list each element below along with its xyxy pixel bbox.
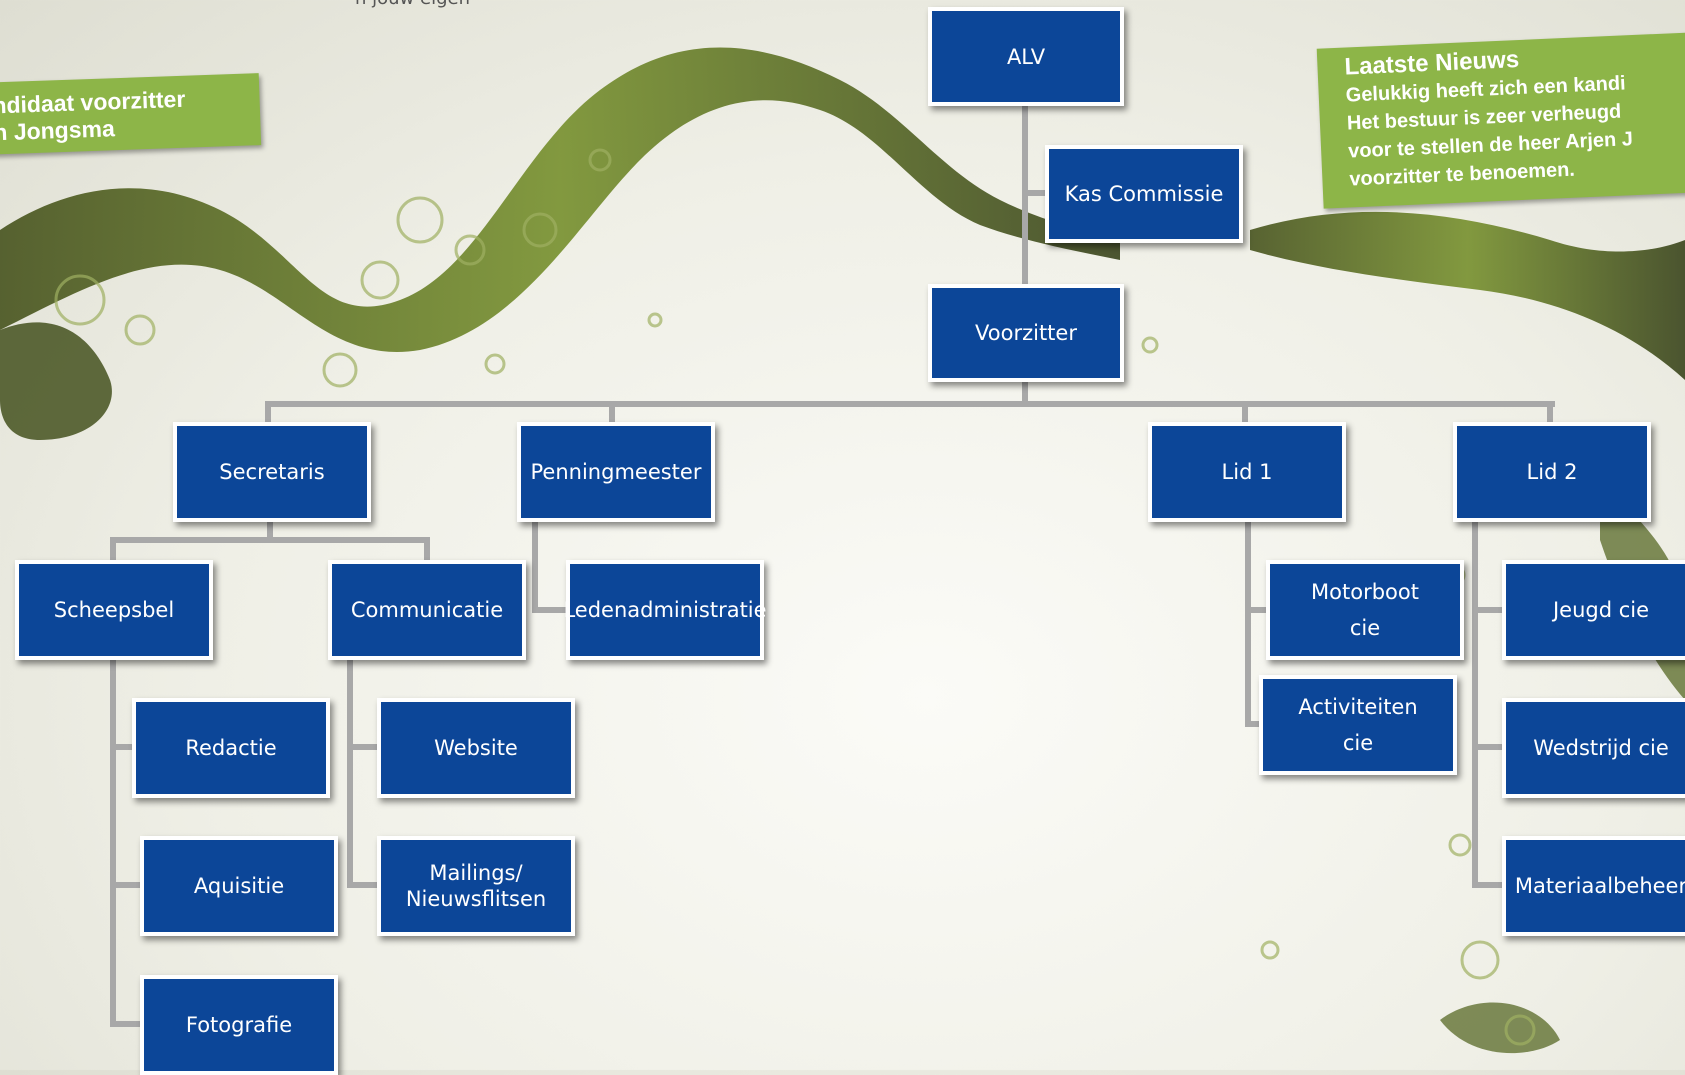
node-penningmeester: Penningmeester xyxy=(517,422,715,522)
node-lid-1: Lid 1 xyxy=(1148,422,1346,522)
node-communicatie: Communicatie xyxy=(328,560,526,660)
node-kas-commissie: Kas Commissie xyxy=(1045,145,1243,243)
cropped-text-fragment: n jouw eigen xyxy=(355,0,470,9)
node-redactie: Redactie xyxy=(132,698,330,798)
node-materiaalbeheer: Materiaalbeheer xyxy=(1502,836,1685,936)
node-fotografie: Fotografie xyxy=(140,975,338,1075)
node-website: Website xyxy=(377,698,575,798)
node-alv: ALV xyxy=(928,7,1124,106)
node-lid-2: Lid 2 xyxy=(1453,422,1651,522)
node-scheepsbel: Scheepsbel xyxy=(15,560,213,660)
latest-news-banner: Laatste Nieuws Gelukkig heeft zich een k… xyxy=(1316,31,1685,209)
node-motorboot-cie: Motorboot cie xyxy=(1266,560,1464,660)
node-aquisitie: Aquisitie xyxy=(140,836,338,936)
node-mailings-nieuwsflitsen: Mailings/ Nieuwsflitsen xyxy=(377,836,575,936)
node-wedstrijd-cie: Wedstrijd cie xyxy=(1502,698,1685,798)
node-secretaris: Secretaris xyxy=(173,422,371,522)
node-jeugd-cie: Jeugd cie xyxy=(1502,560,1685,660)
candidate-banner: andidaat voorzitter en Jongsma xyxy=(0,73,262,155)
node-voorzitter: Voorzitter xyxy=(928,284,1124,382)
node-activiteiten-cie: Activiteiten cie xyxy=(1259,675,1457,775)
latest-news-body: Gelukkig heeft zich een kandi Het bestuu… xyxy=(1345,72,1634,191)
node-ledenadministratie: Ledenadministratie xyxy=(563,560,767,660)
